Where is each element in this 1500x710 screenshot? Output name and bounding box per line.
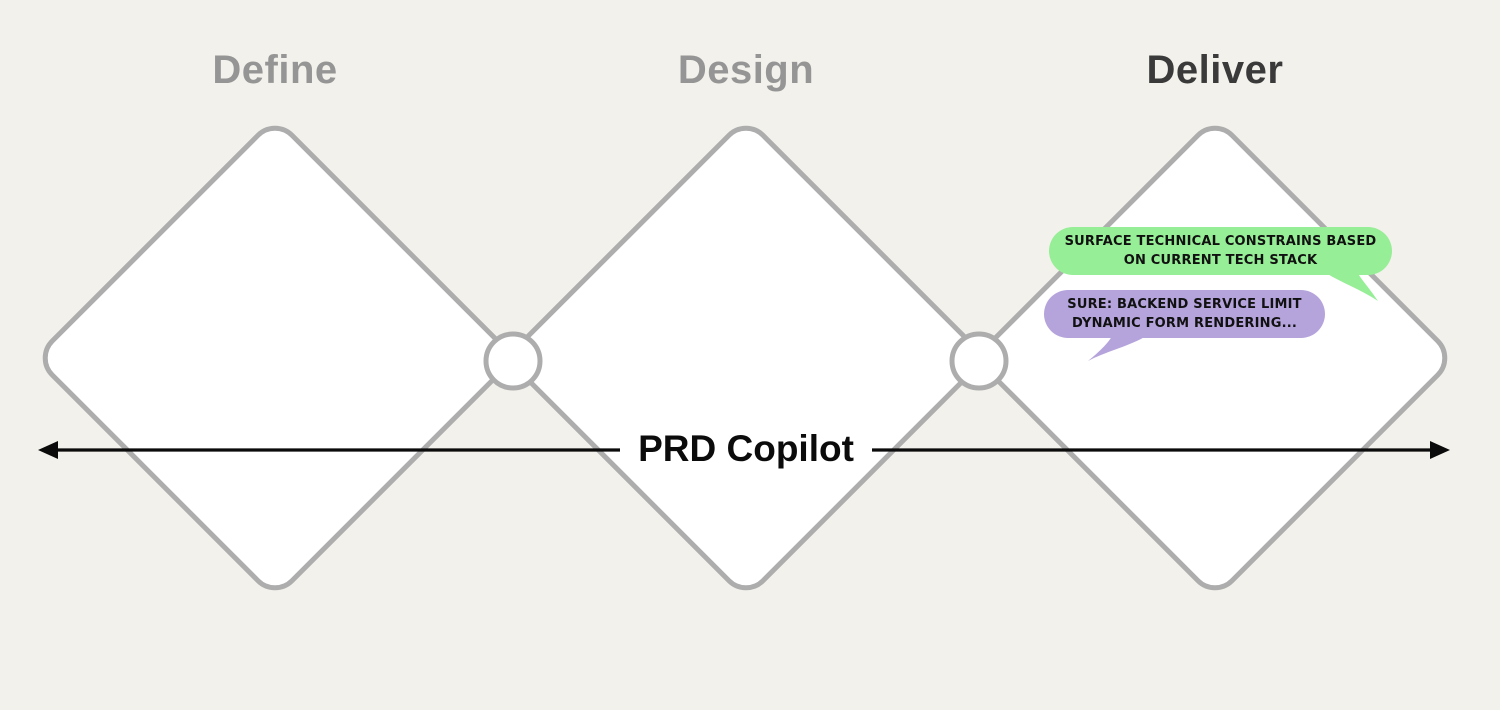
design-diamond (513, 125, 979, 591)
chat-bubble-user-line2: ON CURRENT TECH STACK (1123, 253, 1318, 268)
deliver-diamond (982, 125, 1448, 591)
connector-circle-left (483, 331, 543, 391)
chat-bubble-assistant-line2: DYNAMIC FORM RENDERING... (1071, 316, 1298, 331)
stage-label-deliver: Deliver (1146, 48, 1284, 92)
chat-bubble-user: SURFACE TECHNICAL CONSTRAINS BASED ON CU… (1049, 227, 1392, 301)
stage-label-design: Design (677, 48, 815, 92)
timeline-arrow (38, 441, 1450, 459)
connector-circle-right (949, 331, 1009, 391)
chat-bubble-assistant-tail-icon (1088, 336, 1146, 361)
chat-bubble-user-tail-icon (1326, 273, 1378, 301)
chat-bubble-assistant-line1: SURE: BACKEND SERVICE LIMIT (1067, 297, 1302, 312)
arrowhead-left-icon (38, 441, 58, 459)
arrowhead-right-icon (1430, 441, 1450, 459)
timeline-label: PRD Copilot (638, 428, 854, 469)
define-diamond (42, 125, 508, 591)
chat-bubble-user-line1: SURFACE TECHNICAL CONSTRAINS BASED (1064, 234, 1377, 249)
chat-bubble-assistant: SURE: BACKEND SERVICE LIMIT DYNAMIC FORM… (1044, 290, 1325, 361)
stage-label-define: Define (212, 48, 338, 92)
